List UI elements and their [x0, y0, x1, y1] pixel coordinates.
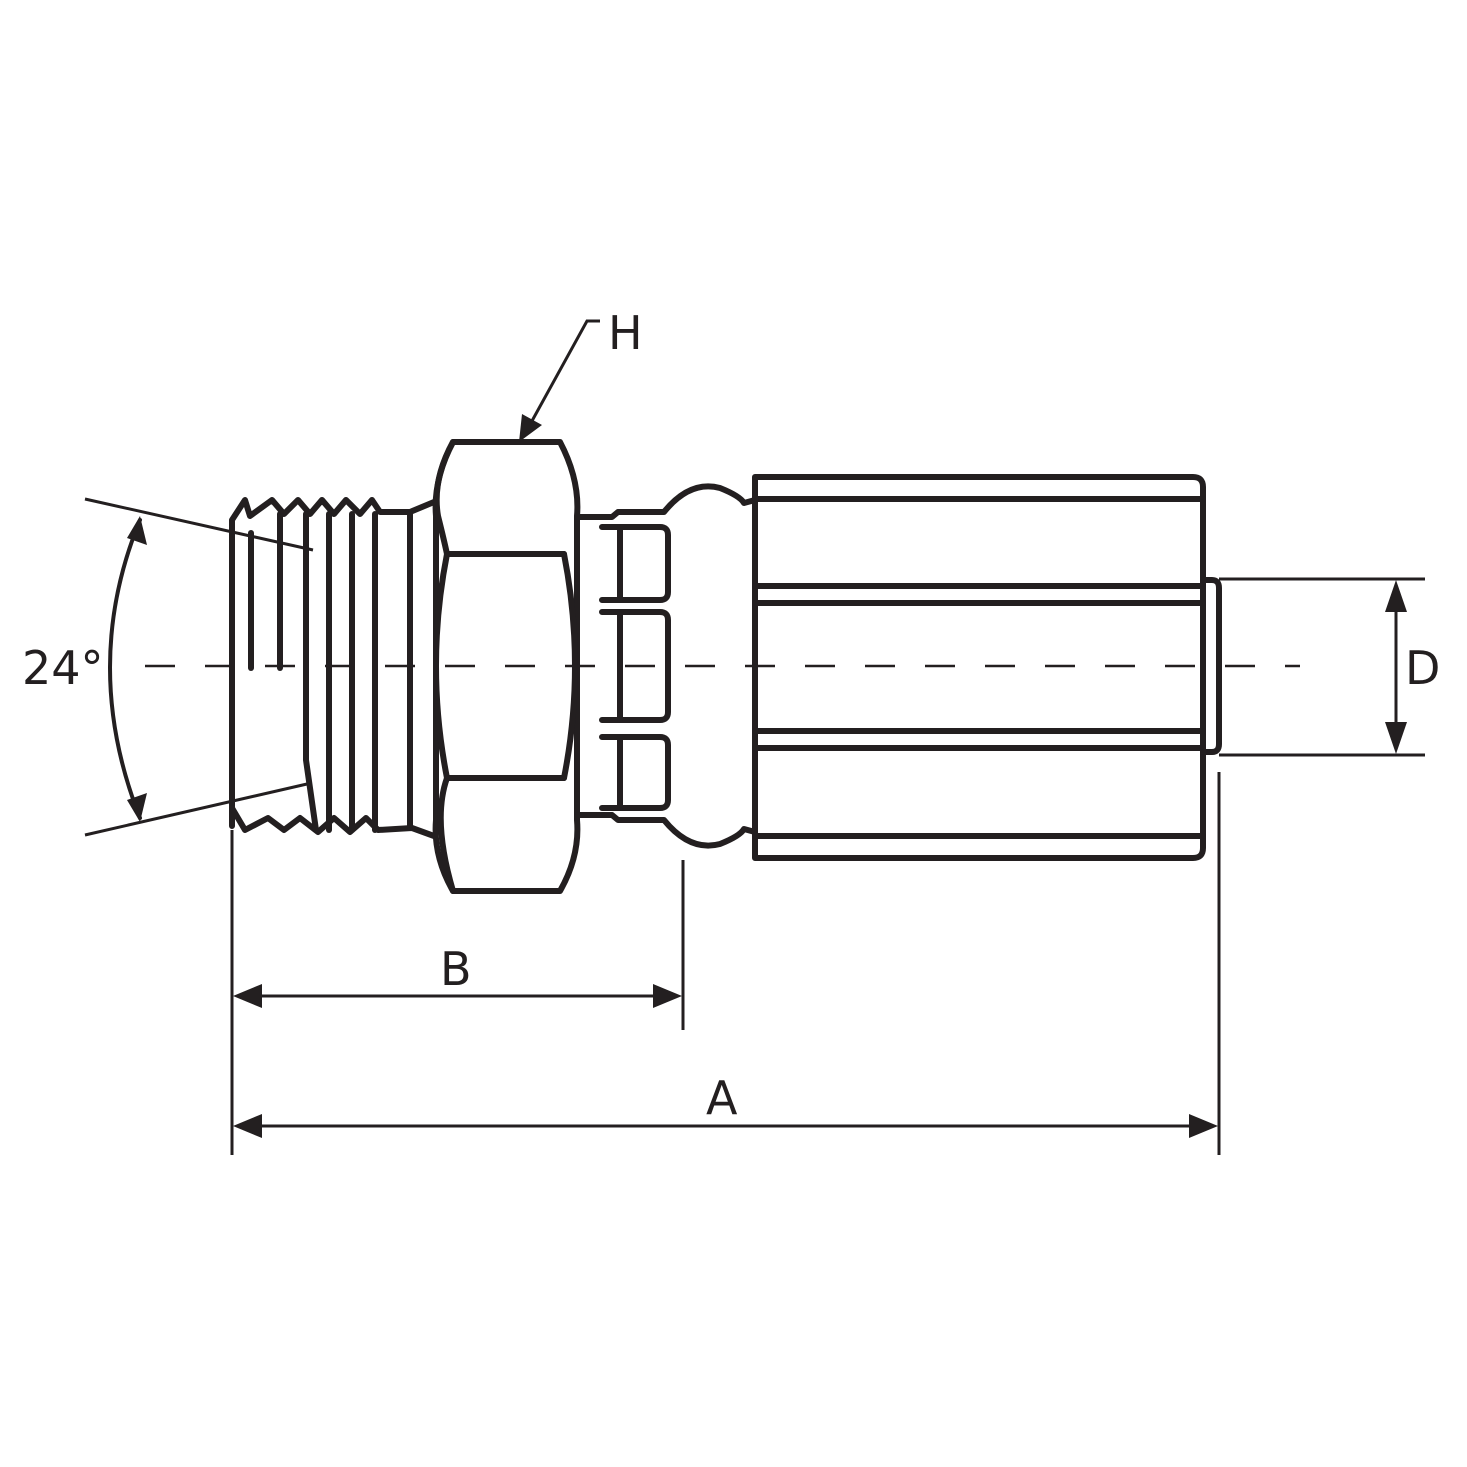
nipple-collar — [575, 483, 758, 849]
hex-nut — [432, 439, 581, 894]
a-label: A — [706, 1071, 738, 1125]
b-dimension: B — [230, 830, 685, 1155]
crimp-ferrule — [752, 474, 1222, 861]
angle-dimension: 24° — [22, 497, 314, 837]
a-dimension: A — [233, 772, 1221, 1155]
hex-leader: H — [519, 306, 643, 442]
b-label: B — [440, 942, 472, 996]
bore-label: D — [1405, 641, 1440, 695]
bore-dimension: D — [1219, 577, 1440, 757]
angle-label: 24° — [22, 641, 104, 695]
male-thread — [229, 497, 437, 839]
hex-label: H — [608, 306, 643, 360]
